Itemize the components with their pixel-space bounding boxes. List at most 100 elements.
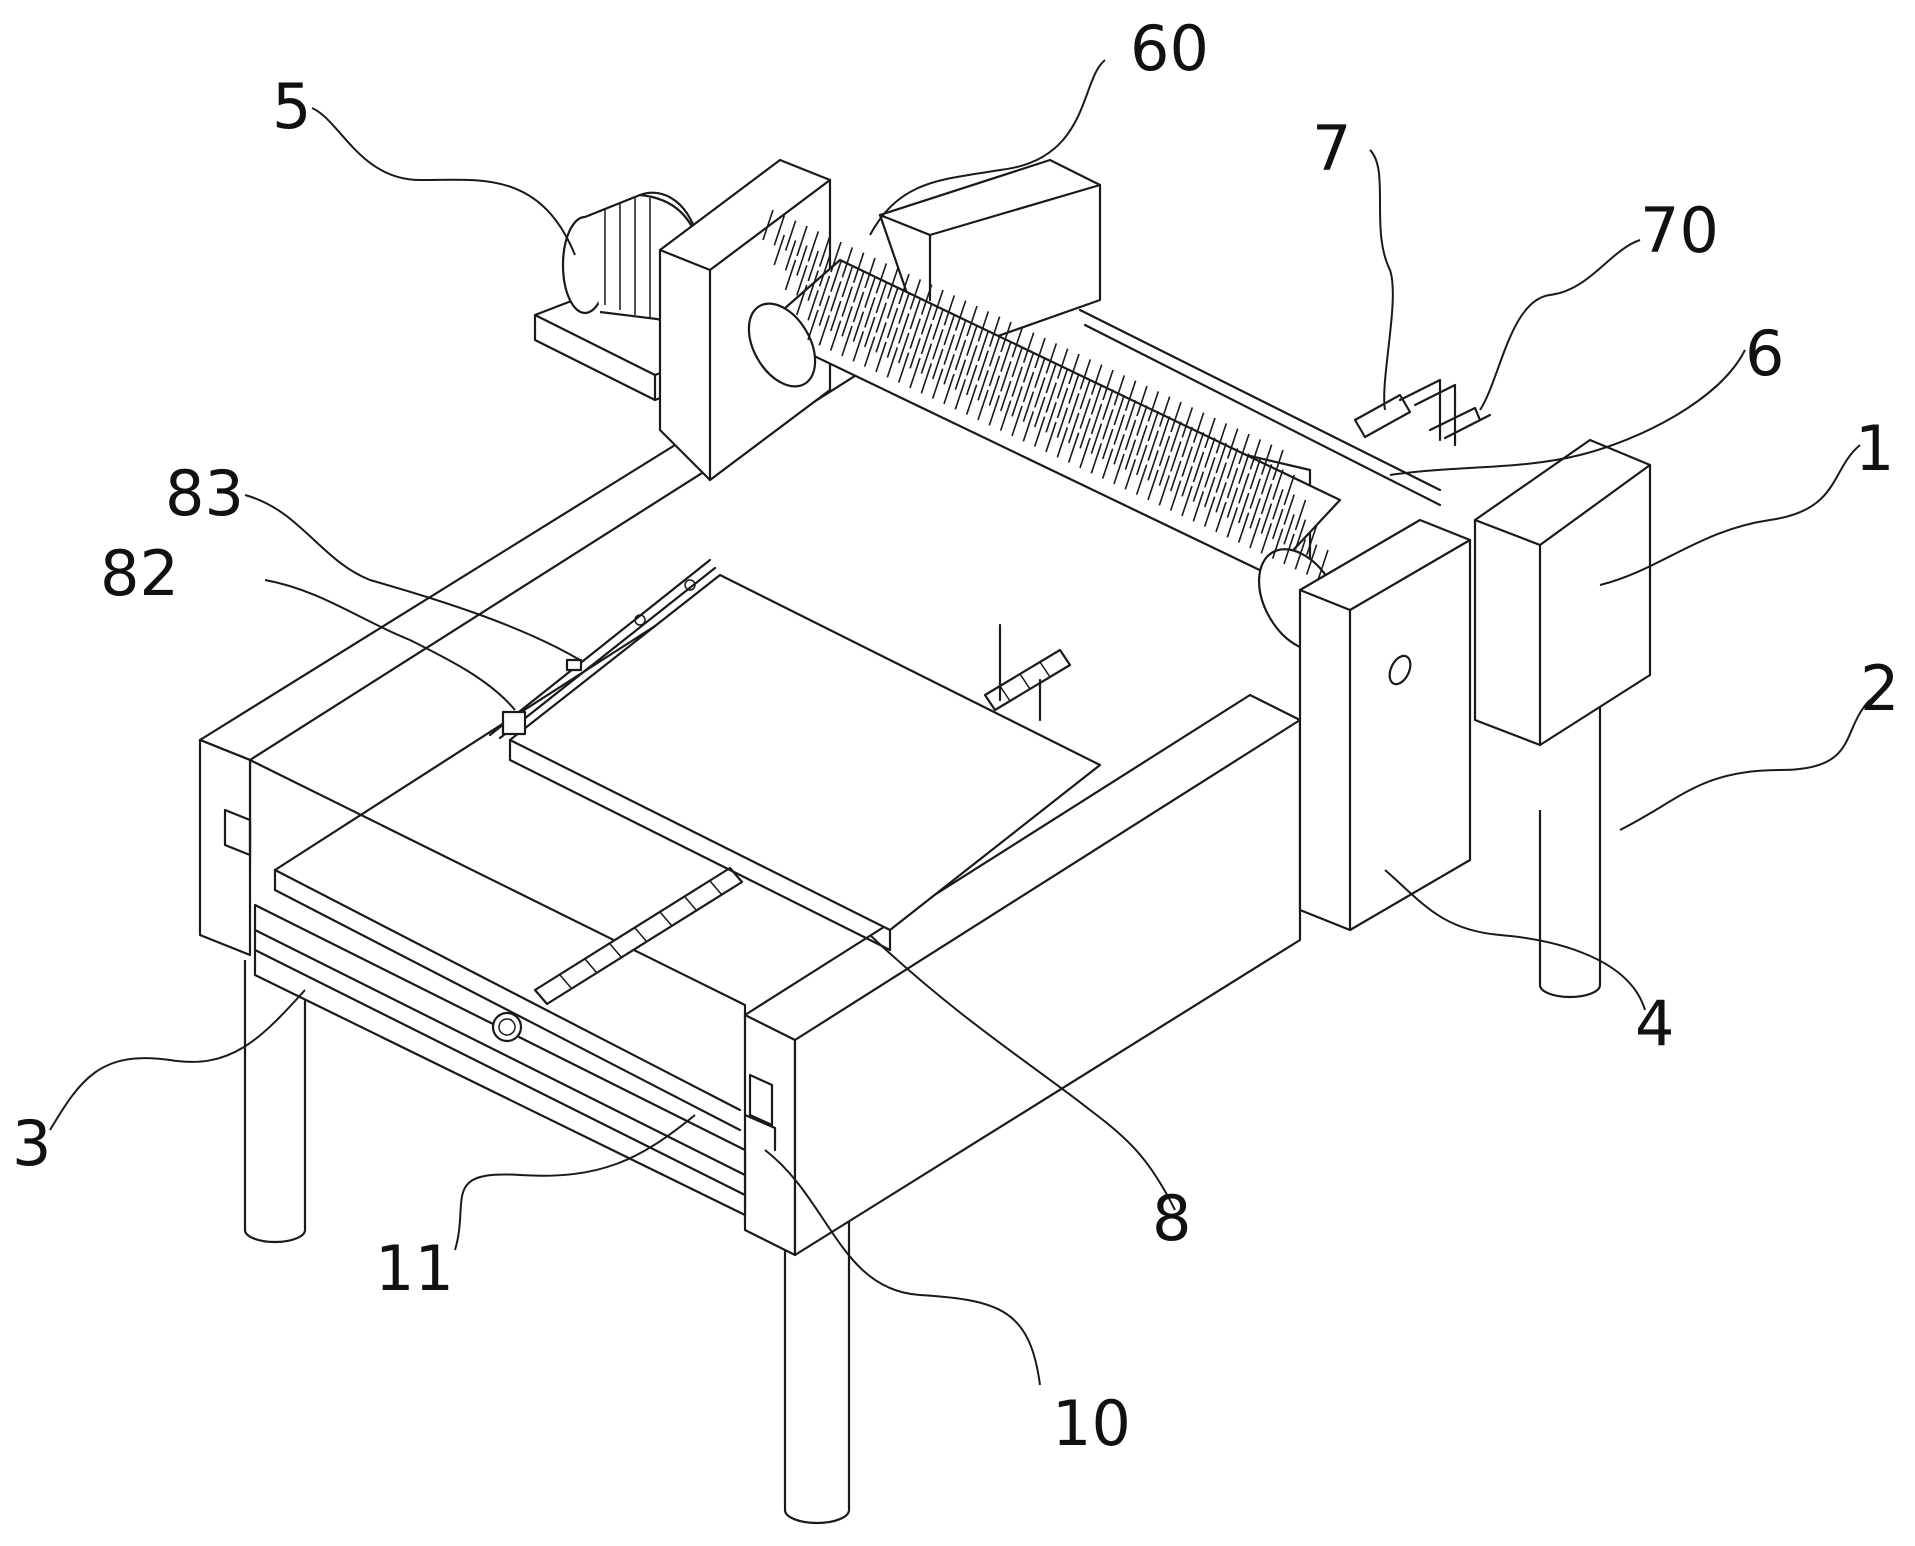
label-82: 82 xyxy=(100,537,179,610)
bristle xyxy=(796,245,808,276)
bristle xyxy=(1022,332,1035,363)
bristle xyxy=(1136,425,1148,456)
bristle xyxy=(977,330,990,362)
bristle xyxy=(829,300,842,332)
bristle xyxy=(1113,453,1125,485)
bristle xyxy=(1011,346,1024,378)
bristle xyxy=(966,325,978,356)
bristle xyxy=(1249,478,1261,509)
bristle xyxy=(954,320,967,351)
bristle xyxy=(1249,439,1262,470)
bristle xyxy=(1305,524,1318,556)
bristle xyxy=(1249,517,1261,549)
bristle xyxy=(898,313,910,344)
bristle xyxy=(1011,386,1023,417)
bristle xyxy=(1272,489,1284,520)
bristle xyxy=(841,247,854,278)
bristle xyxy=(818,295,831,326)
bristle xyxy=(1000,321,1012,353)
bristle xyxy=(1056,427,1069,458)
label-8: 8 xyxy=(1152,1182,1191,1255)
bristle xyxy=(1215,442,1228,474)
lead-screw xyxy=(533,866,744,1006)
bristle xyxy=(1113,414,1125,445)
bristle xyxy=(1022,352,1035,383)
bristle xyxy=(909,338,921,369)
bristle xyxy=(1124,459,1137,490)
label-5: 5 xyxy=(272,70,311,143)
bristle xyxy=(1022,391,1035,422)
bristle xyxy=(1238,473,1250,504)
bristle xyxy=(1135,464,1148,495)
bristle xyxy=(1056,368,1069,399)
bristle xyxy=(1283,514,1295,545)
bristle xyxy=(852,311,865,342)
bristle xyxy=(1305,544,1318,575)
leader-lines xyxy=(49,59,1871,1386)
bristle xyxy=(1124,439,1137,470)
bristle xyxy=(954,339,967,371)
label-70: 70 xyxy=(1640,194,1719,267)
bristle xyxy=(1158,396,1171,427)
bristle xyxy=(1170,421,1182,452)
bristle xyxy=(988,355,1001,387)
bristle xyxy=(1272,449,1284,481)
bristle xyxy=(1260,464,1273,495)
bristle xyxy=(943,314,956,346)
bristle xyxy=(1203,476,1216,508)
bristle xyxy=(875,282,888,314)
bristle xyxy=(1022,411,1035,442)
bristle xyxy=(954,379,967,410)
bristle xyxy=(1045,343,1058,374)
bristle xyxy=(1260,444,1273,475)
bristle xyxy=(909,279,922,310)
bristle xyxy=(1124,380,1137,411)
brush-roller xyxy=(747,209,1343,652)
bristle xyxy=(943,295,956,326)
bristle xyxy=(909,298,922,330)
bristle xyxy=(1033,416,1046,447)
bristle xyxy=(807,309,819,341)
bristle xyxy=(1079,398,1091,429)
bristle xyxy=(1192,451,1205,483)
bristle xyxy=(1192,471,1205,502)
bristle xyxy=(1249,498,1261,529)
bristle xyxy=(863,336,876,367)
bristle xyxy=(1226,467,1239,499)
label-2: 2 xyxy=(1860,652,1899,725)
bristle xyxy=(852,272,865,303)
bristle xyxy=(965,364,978,396)
bristle xyxy=(909,318,921,349)
bristle xyxy=(875,322,887,353)
bristle xyxy=(818,256,831,287)
bristle xyxy=(830,281,842,312)
bristle xyxy=(920,343,933,374)
bristle xyxy=(1271,508,1284,540)
bristle xyxy=(1215,482,1227,513)
bristle xyxy=(807,270,819,301)
bristle xyxy=(1260,503,1273,534)
label-6: 6 xyxy=(1745,317,1784,390)
bristle xyxy=(954,300,967,331)
bristle xyxy=(1056,348,1069,379)
bristle xyxy=(909,357,921,389)
bristle xyxy=(1068,373,1080,404)
bristle xyxy=(1000,341,1012,372)
bristle xyxy=(1033,396,1046,428)
bristle xyxy=(1294,499,1307,531)
bristle xyxy=(932,329,944,360)
label-83: 83 xyxy=(165,457,244,530)
bristle xyxy=(1181,466,1193,497)
bristle xyxy=(784,240,797,271)
bristle xyxy=(818,275,831,307)
bristle xyxy=(796,265,808,296)
bristle xyxy=(875,302,887,333)
bristle xyxy=(773,215,786,246)
bristle xyxy=(1181,485,1193,517)
bristle xyxy=(1101,428,1114,460)
bristle xyxy=(1204,437,1216,468)
bristle xyxy=(784,259,797,291)
bristle xyxy=(1045,362,1058,394)
label-7: 7 xyxy=(1312,112,1351,185)
bristle xyxy=(1226,487,1239,518)
